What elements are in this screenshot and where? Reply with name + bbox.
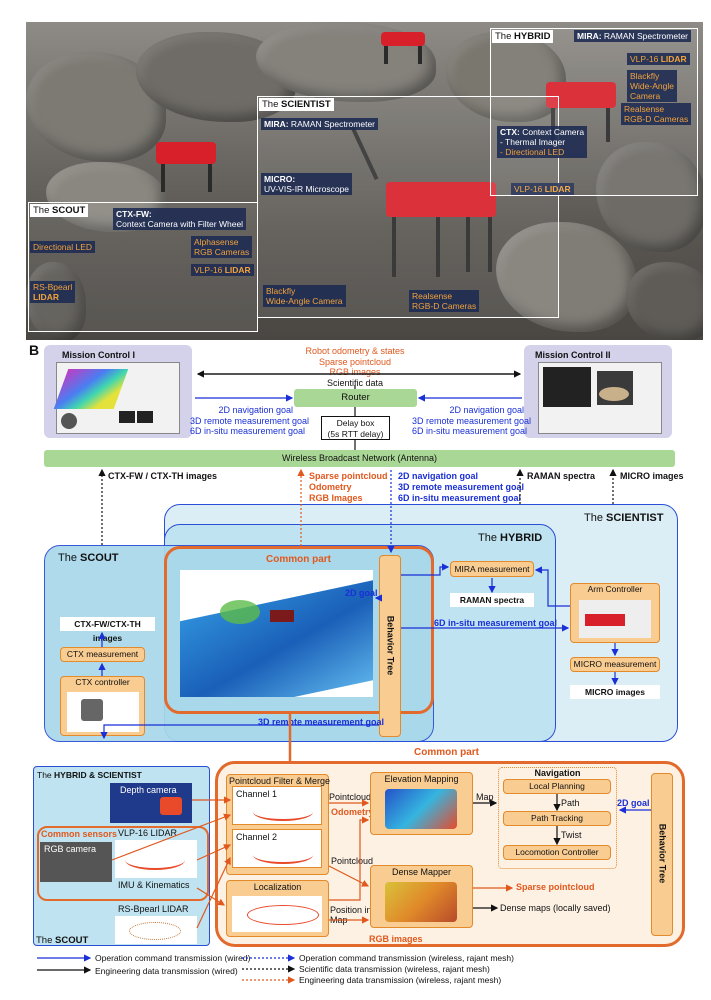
depth-camera-image: Depth camera bbox=[110, 783, 192, 823]
legend-2: Operation command transmission (wireless… bbox=[299, 953, 514, 963]
navigation-box bbox=[498, 767, 617, 869]
raman-spectra: RAMAN spectra bbox=[450, 593, 534, 607]
hybrid-label: The HYBRID bbox=[478, 532, 543, 544]
hybrid-title: The HYBRID bbox=[492, 30, 554, 43]
remote-goal-label: 3D remote measurement goal bbox=[258, 717, 385, 727]
terrain-photo bbox=[26, 22, 703, 340]
rs-bpearl-image bbox=[115, 916, 197, 944]
delay-box: Delay box(5s RTT delay) bbox=[321, 416, 390, 440]
common-sensors-label: Common sensors bbox=[41, 829, 118, 839]
common-part-title: Common part bbox=[266, 554, 331, 565]
behavior-tree-1 bbox=[379, 555, 401, 737]
mission-control-2-screen bbox=[538, 362, 662, 434]
common-part-2-title: Common part bbox=[414, 747, 479, 758]
down-raman: RAMAN spectra bbox=[527, 471, 596, 481]
channel1-box: Channel 1 bbox=[232, 786, 322, 825]
pc-filter-label: Pointcloud Filter & Merge bbox=[229, 776, 331, 786]
common-part-box bbox=[164, 546, 434, 714]
wireless-network: Wireless Broadcast Network (Antenna) bbox=[44, 450, 675, 467]
local-planning-box: Local Planning bbox=[503, 779, 611, 794]
legend-1: Engineering data transmission (wired) bbox=[95, 966, 238, 976]
channel2-box: Channel 2 bbox=[232, 829, 322, 868]
mission-control-1-screen bbox=[53, 362, 180, 434]
scout-2-label: The SCOUT bbox=[36, 935, 89, 946]
pointcloud-1-label: Pointcloud bbox=[329, 792, 372, 802]
scout-vlp16: VLP-16 LIDAR bbox=[191, 264, 254, 276]
hybrid-vlp16: VLP-16 LIDAR bbox=[627, 53, 690, 65]
scientist-label: The SCIENTIST bbox=[584, 512, 664, 524]
router-box: Router bbox=[294, 389, 417, 407]
dense-mapper-box: Dense Mapper bbox=[370, 865, 473, 928]
goal-2d-b-label: 2D goal bbox=[617, 798, 650, 808]
hybrid-scientist-label: The HYBRID & SCIENTIST bbox=[37, 770, 142, 780]
rgb-camera-image: RGB camera bbox=[40, 842, 112, 882]
legend-0: Operation command transmission (wired) bbox=[95, 953, 251, 963]
dense-maps-label: Dense maps (locally saved) bbox=[500, 903, 611, 913]
in-situ-goal-label: 6D in-situ measurement goal bbox=[434, 618, 558, 628]
path-tracking-box: Path Tracking bbox=[503, 811, 611, 826]
scientist-title: The SCIENTIST bbox=[259, 98, 334, 111]
imu-label: IMU & Kinematics bbox=[118, 880, 190, 890]
elevation-mapping-box: Elevation Mapping bbox=[370, 772, 473, 835]
ctx-images: CTX-FW/CTX-TH images bbox=[60, 617, 155, 643]
behavior-tree-2 bbox=[651, 773, 673, 936]
mira-measurement: MIRA measurement bbox=[450, 561, 534, 577]
legend-4: Engineering data transmission (wireless,… bbox=[299, 975, 502, 985]
micro-measurement: MICRO measurement bbox=[570, 657, 660, 672]
panel-b-label: B bbox=[29, 342, 40, 358]
scientist-micro: MICRO:UV-VIS-IR Microscope bbox=[261, 173, 353, 195]
goal-2d-label: 2D goal bbox=[345, 588, 378, 598]
sparse-pointcloud-label: Sparse pointcloud bbox=[516, 882, 595, 892]
path-label: Path bbox=[561, 798, 580, 808]
scout-title: The SCOUT bbox=[30, 204, 89, 217]
pointcloud-image bbox=[180, 570, 373, 697]
down-micro: MICRO images bbox=[620, 471, 684, 481]
scientist-mira: MIRA: RAMAN Spectrometer bbox=[261, 118, 379, 130]
arm-controller: Arm Controller bbox=[570, 583, 660, 643]
ctx-measurement: CTX measurement bbox=[60, 647, 145, 662]
odometry-label: Odometry bbox=[331, 807, 374, 817]
pointcloud-2-label: Pointcloud bbox=[331, 856, 374, 866]
ctx-fw-label: CTX-FW:Context Camera with Filter Wheel bbox=[113, 208, 247, 230]
legend-3: Scientific data transmission (wireless, … bbox=[299, 964, 490, 974]
router-inputs: Robot odometry & states Sparse pointclou… bbox=[305, 346, 405, 388]
mission-control-2-title: Mission Control II bbox=[535, 350, 611, 360]
hybrid-mira: MIRA: RAMAN Spectrometer bbox=[574, 30, 692, 42]
twist-label: Twist bbox=[561, 830, 582, 840]
rgb-images-label: RGB images bbox=[369, 934, 423, 944]
down-ctx-images: CTX-FW / CTX-TH images bbox=[108, 471, 218, 481]
hybrid-ctx: CTX: Context Camera- Thermal Imager- Dir… bbox=[497, 126, 588, 158]
locomotion-box: Locomotion Controller bbox=[503, 845, 611, 860]
vlp16-label: VLP-16 LIDAR bbox=[118, 828, 178, 838]
mission-control-1-title: Mission Control I bbox=[62, 350, 135, 360]
scout-label: The SCOUT bbox=[58, 552, 119, 564]
rs-bpearl-label: RS-Bpearl LIDAR bbox=[118, 904, 189, 914]
scientist-vlp16: VLP-16 LIDAR bbox=[511, 183, 574, 195]
micro-images: MICRO images bbox=[570, 685, 660, 699]
map-label: Map bbox=[476, 792, 494, 802]
scout-directional-led: Directional LED bbox=[30, 241, 96, 253]
navigation-label: Navigation bbox=[534, 768, 581, 778]
vlp16-image bbox=[115, 840, 197, 878]
common-sensors-box bbox=[37, 826, 209, 901]
localization-box: Localization bbox=[226, 880, 329, 937]
